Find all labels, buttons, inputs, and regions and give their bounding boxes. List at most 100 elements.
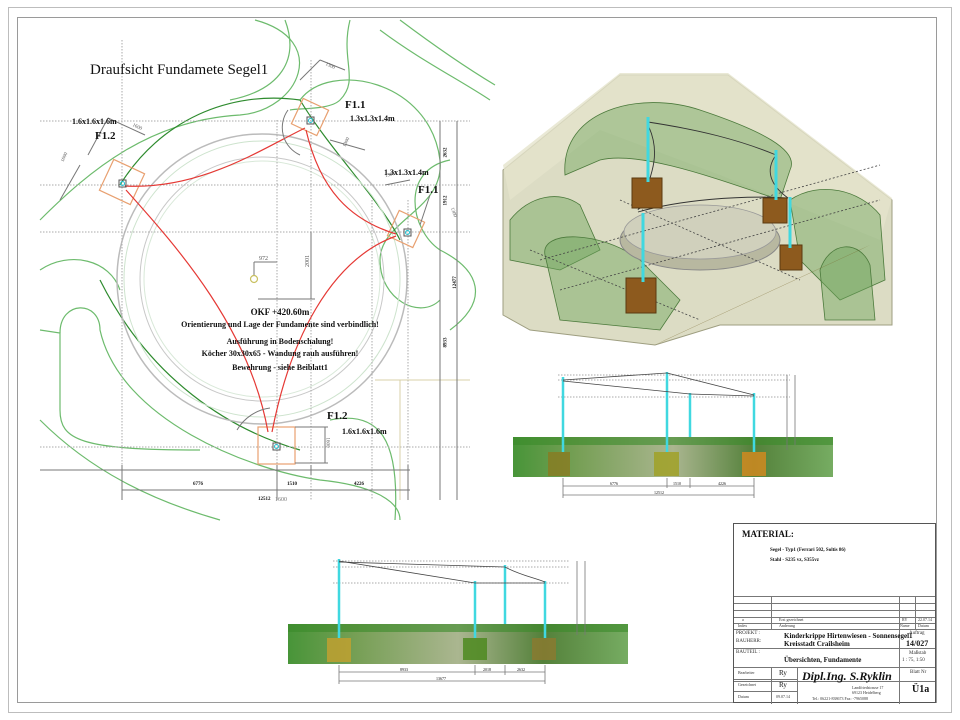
cable <box>124 127 306 187</box>
contour <box>39 259 121 291</box>
divider <box>734 648 935 649</box>
foundation-size-f12-west: 1.6x1.6x1.6m <box>72 117 117 126</box>
rev-header-name: Name <box>900 623 910 628</box>
foundation-section <box>654 452 679 476</box>
divider <box>899 629 900 704</box>
foundation-label-f12-west: F1.2 <box>95 130 116 142</box>
elevation-dims-2 <box>338 561 586 684</box>
bauteil-value: Übersichten, Fundamente <box>784 656 862 664</box>
bauteil-label: BAUTEIL : <box>736 650 760 655</box>
divider <box>734 679 797 680</box>
plan-title: Draufsicht Fundamete Segel1 <box>90 62 269 78</box>
divider <box>734 691 797 692</box>
contour <box>299 79 441 309</box>
rev-header-index: Index <box>738 623 748 628</box>
bauherr-label: BAUHERR: <box>736 639 762 644</box>
divider <box>771 667 772 704</box>
foundation-f11-north <box>290 97 330 137</box>
elev1-dim-1: 6776 <box>610 481 618 486</box>
center-point-icon <box>249 274 259 284</box>
3d-grid-lines <box>529 164 881 321</box>
rev-by: RY <box>902 617 908 622</box>
divider <box>899 596 900 629</box>
foundation-size-f11-north: 1.3x1.3x1.4m <box>350 114 395 123</box>
foundation-f11-east <box>386 209 426 249</box>
auftrag-value: 14/027 <box>906 639 929 648</box>
foundation-section <box>548 452 570 476</box>
divider <box>915 596 916 629</box>
dim-bottom-3: 4226 <box>354 482 364 487</box>
foundation-block <box>762 197 788 224</box>
foundation-f12-west <box>98 158 146 206</box>
elevation-masts-2 <box>337 559 547 638</box>
foundation-size-f11-east: 1.3x1.3x1.4m <box>384 168 429 177</box>
material-line-steel: Stahl - S235 vz, S355vz <box>770 558 820 563</box>
divider <box>734 617 935 618</box>
massstab-label: Maßstab <box>909 651 927 656</box>
cable <box>125 189 269 433</box>
divider <box>797 667 798 704</box>
contour-dark <box>299 99 401 241</box>
foundation-label-f11-east: F1.1 <box>418 184 439 196</box>
foundation-section <box>327 638 351 662</box>
title-block: MATERIAL: Segel - Typ1 (Ferrari 502, Sol… <box>733 523 936 704</box>
3d-masts <box>641 117 792 282</box>
gezeichnet-label: Gezeichnet <box>738 682 756 687</box>
divider <box>734 623 935 624</box>
mast-icon <box>118 179 127 188</box>
auftrag-label: Auftrag <box>909 631 925 636</box>
sail-cables <box>124 127 397 433</box>
contour-dark <box>119 97 301 186</box>
foundation-label-f11-north: F1.1 <box>345 99 366 111</box>
ground-top <box>288 624 628 632</box>
note-orientation: Orientierung und Lage der Fundamente sin… <box>181 320 379 329</box>
divider <box>734 681 935 682</box>
foundation-block <box>625 277 657 314</box>
angle-arc <box>281 109 301 156</box>
elev2-dim-3: 2632 <box>517 667 525 672</box>
divider <box>734 603 935 604</box>
rev-desc: Erst gezeichnet <box>779 617 804 622</box>
gezeichnet-value: Ry <box>779 681 787 689</box>
bearbeiter-label: Bearbeiter <box>738 670 755 675</box>
ground-top <box>513 437 833 445</box>
mast-icon <box>403 228 412 237</box>
level-lines <box>333 560 570 584</box>
engineer-address-1: Landfriedstrasse 17 <box>852 685 884 690</box>
note-reinforcement: Bewehrung - siehe Beiblatt1 <box>232 363 328 372</box>
contour <box>329 417 397 521</box>
contour <box>39 419 221 521</box>
elev1-dim-2: 1510 <box>673 481 681 486</box>
elev1-dim-total: 12512 <box>654 490 664 495</box>
divider <box>734 629 935 630</box>
contour <box>399 19 496 86</box>
sheet-inner-border <box>17 17 937 703</box>
elevation-masts-1 <box>561 372 756 452</box>
elev2-dim-1: 8933 <box>400 667 408 672</box>
foundation-section <box>463 638 487 660</box>
material-heading: MATERIAL: <box>742 529 794 539</box>
dim-bottom-f: 1600 <box>275 497 287 503</box>
rev-index: a <box>742 617 744 622</box>
dimension-lines-rotated <box>59 59 431 226</box>
cable <box>271 235 397 433</box>
foundation-section <box>532 638 556 660</box>
contour <box>379 29 491 101</box>
level-lines <box>558 374 790 398</box>
dim-bottom-1: 6776 <box>193 482 203 487</box>
engineer-address-2: 69123 Heidelberg <box>852 690 881 695</box>
note-socket: Köcher 30x30x65 - Wandung rauh ausführen… <box>201 349 359 358</box>
divider <box>771 596 772 629</box>
blatt-value: Ü1a <box>912 684 930 695</box>
note-formwork: Ausführung in Bodenschalung! <box>226 337 334 346</box>
elev2-dim-2: 2018 <box>483 667 491 672</box>
datum-label: Datum <box>738 694 749 699</box>
divider <box>734 610 935 611</box>
contour-dark <box>99 279 301 451</box>
dim-bottom-2: 1510 <box>287 482 297 487</box>
contour <box>229 19 291 101</box>
elevation-dims-1 <box>562 375 796 498</box>
